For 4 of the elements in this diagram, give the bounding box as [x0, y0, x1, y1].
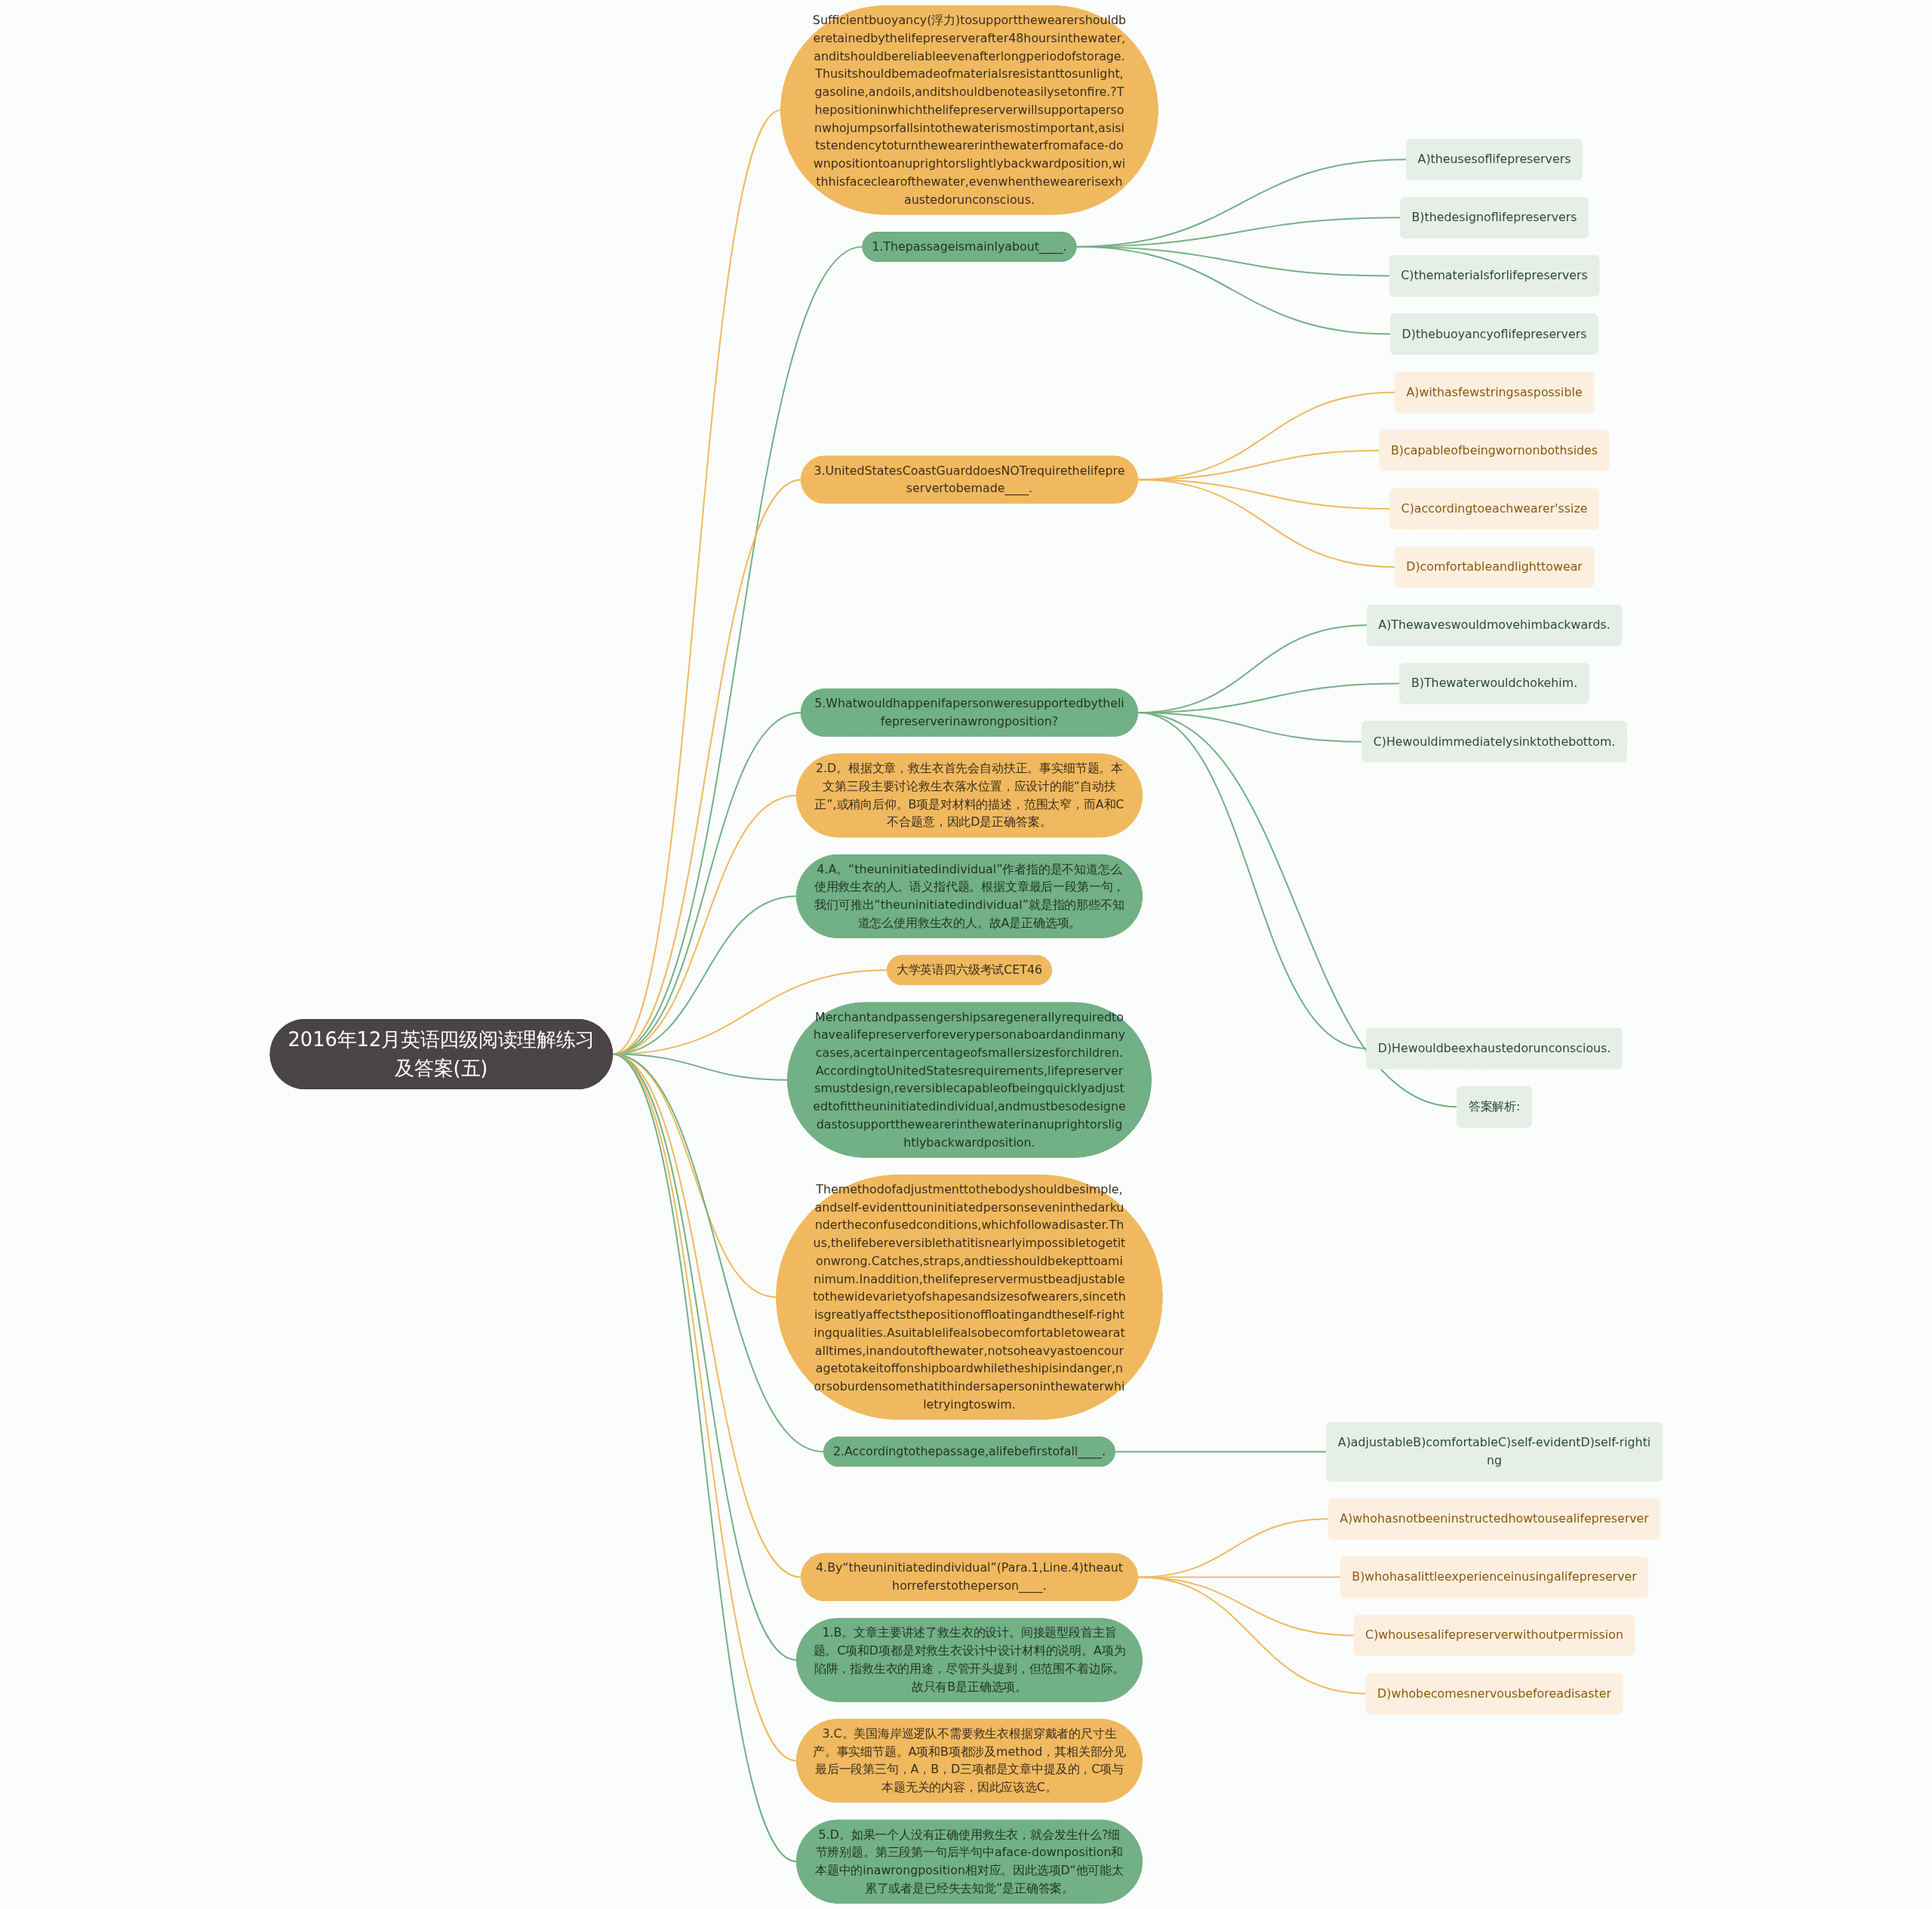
connector	[1136, 479, 1395, 568]
connector	[1136, 712, 1458, 1108]
connector	[1136, 1576, 1367, 1695]
connector	[1113, 1451, 1327, 1453]
